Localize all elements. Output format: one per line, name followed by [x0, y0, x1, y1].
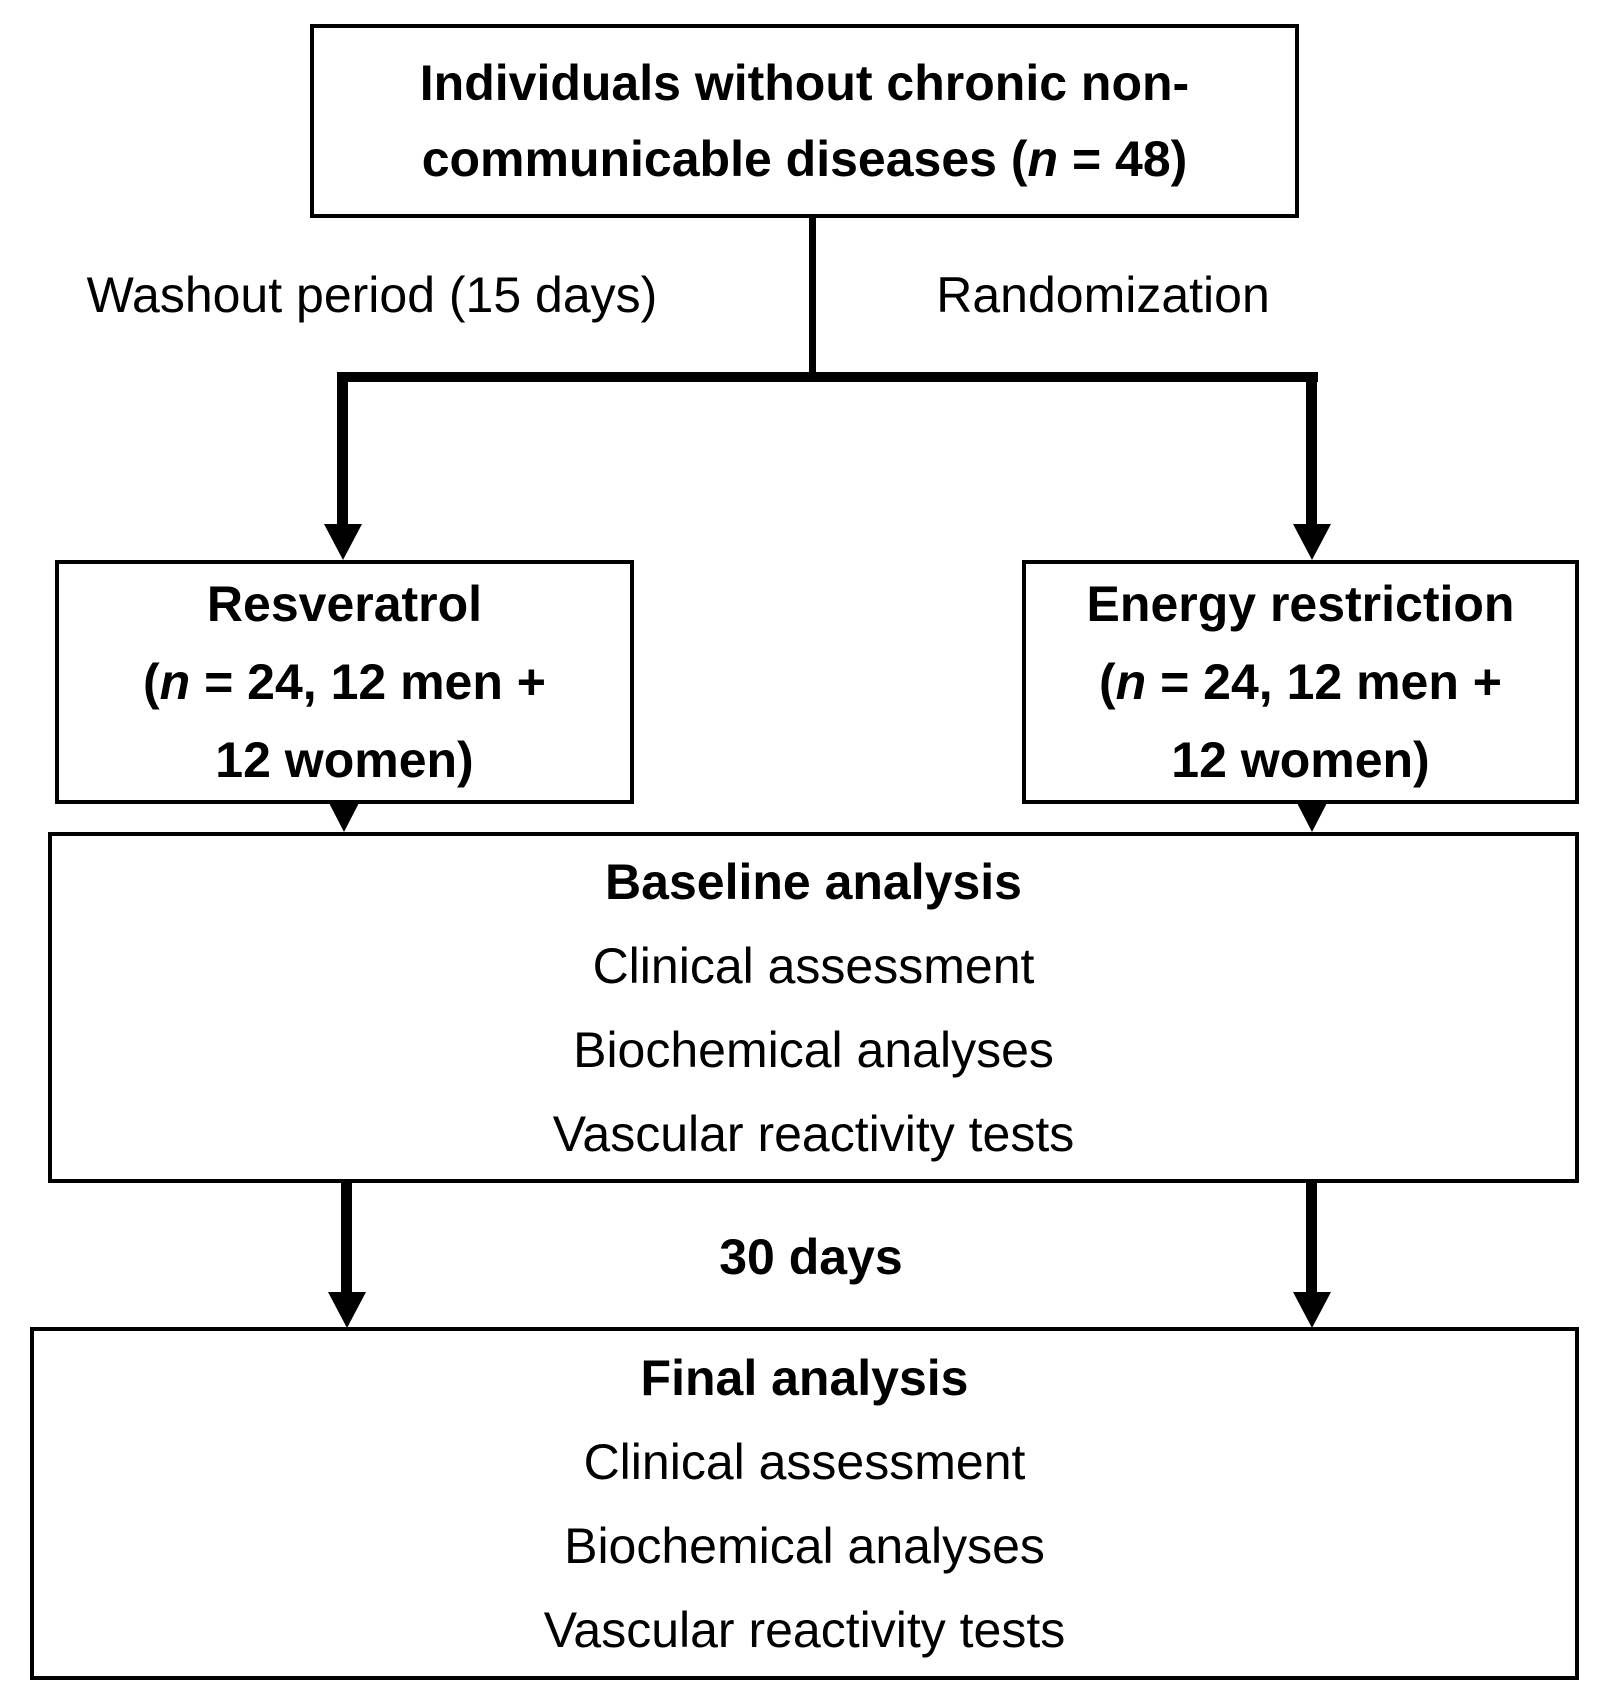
enrollment-box: Individuals without chronic non- communi…	[310, 24, 1299, 218]
enrollment-line-2: communicable diseases (n = 48)	[422, 121, 1188, 197]
resveratrol-title: Resveratrol	[206, 576, 483, 632]
baseline-item: Biochemical analyses	[573, 1021, 1054, 1078]
enrollment-line-1: Individuals without chronic non-	[419, 55, 1190, 111]
energy-restriction-box: Energy restriction (n = 24, 12 men + 12 …	[1022, 560, 1579, 804]
arrow-stem	[341, 1181, 352, 1293]
baseline-analysis-box: Baseline analysis Clinical assessment Bi…	[48, 832, 1579, 1183]
resveratrol-n-italic: n	[159, 654, 191, 710]
randomization-label: Randomization	[936, 267, 1270, 323]
arrow-stem	[1306, 1181, 1317, 1293]
final-analysis-title: Final analysis	[640, 1349, 969, 1406]
energy-restriction-line-2-post: = 24, 12 men +	[1146, 654, 1502, 710]
energy-restriction-line-3: 12 women)	[1171, 732, 1430, 788]
energy-restriction-title: Energy restriction	[1086, 576, 1515, 632]
arrow-head	[328, 801, 360, 832]
energy-restriction-line-2-pre: (	[1099, 654, 1116, 710]
final-analysis-box: Final analysis Clinical assessment Bioch…	[30, 1327, 1579, 1680]
arrow-head	[1293, 1292, 1331, 1328]
arrow-stem	[337, 372, 348, 525]
enrollment-n-italic: n	[1027, 131, 1059, 187]
baseline-item: Vascular reactivity tests	[552, 1105, 1075, 1162]
arrow-head	[1293, 524, 1331, 560]
energy-restriction-line-2: (n = 24, 12 men +	[1099, 643, 1502, 721]
arrow-head	[328, 1292, 366, 1328]
final-item: Biochemical analyses	[564, 1517, 1045, 1574]
energy-restriction-n-italic: n	[1115, 654, 1147, 710]
final-item: Clinical assessment	[583, 1433, 1026, 1490]
resveratrol-box: Resveratrol (n = 24, 12 men + 12 women)	[55, 560, 634, 804]
washout-period-label: Washout period (15 days)	[86, 267, 658, 323]
baseline-analysis-title: Baseline analysis	[605, 853, 1022, 910]
final-item: Vascular reactivity tests	[543, 1601, 1066, 1658]
arrow-head	[1296, 801, 1328, 832]
resveratrol-line-2-post: = 24, 12 men +	[190, 654, 546, 710]
enrollment-line-2-post: = 48)	[1058, 131, 1188, 187]
resveratrol-line-2-pre: (	[143, 654, 160, 710]
interval-label: 30 days	[719, 1229, 903, 1285]
enrollment-line-2-pre: communicable diseases (	[421, 131, 1028, 187]
split-bar	[337, 372, 1318, 382]
arrow-head	[324, 524, 362, 560]
resveratrol-line-3: 12 women)	[215, 732, 474, 788]
resveratrol-line-2: (n = 24, 12 men +	[143, 643, 546, 721]
baseline-item: Clinical assessment	[592, 937, 1035, 994]
randomization-connector-line	[809, 216, 816, 382]
arrow-stem	[1306, 372, 1317, 525]
